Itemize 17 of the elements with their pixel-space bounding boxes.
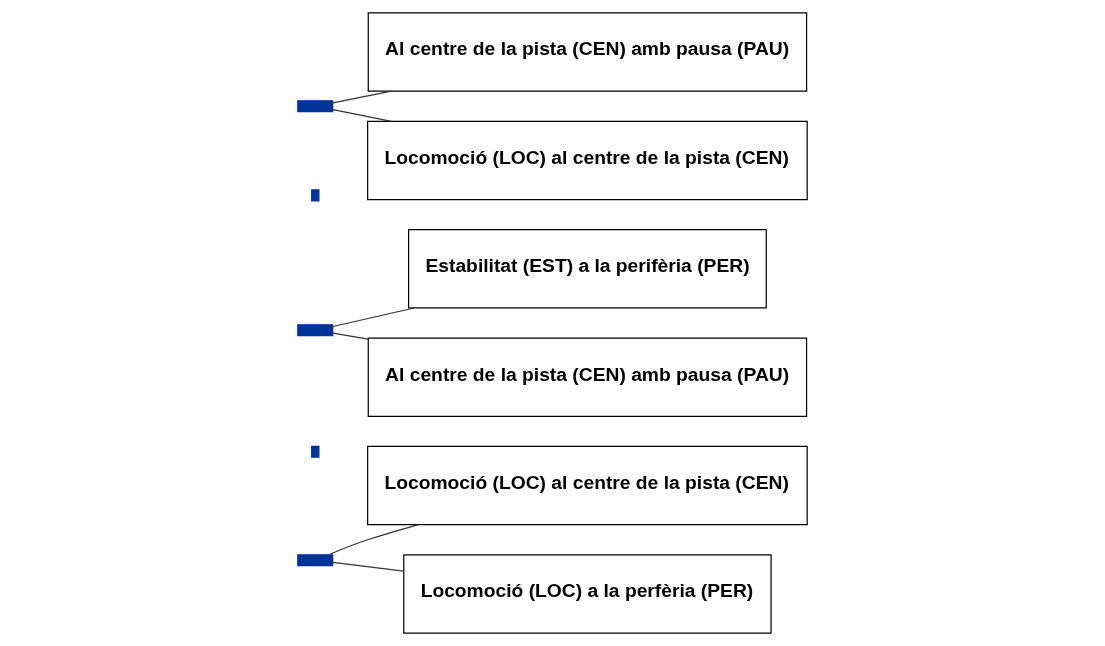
connector [332, 307, 415, 328]
node-box: Estabilitat (EST) a la perifèria (PER) [408, 229, 767, 309]
node-bar [297, 554, 334, 567]
connector [332, 332, 369, 340]
node-box: Locomoció (LOC) al centre de la pista (CEN) [367, 120, 808, 201]
node-box: Al centre de la pista (CEN) amb pausa (PAU) [367, 337, 808, 417]
node-bar [311, 445, 320, 458]
node-box: Locomoció (LOC) a la perfèria (PER) [403, 554, 772, 634]
node-bar [297, 100, 334, 113]
node-box: Al centre de la pista (CEN) amb pausa (PAU) [367, 12, 808, 92]
node-box: Locomoció (LOC) al centre de la pista (CEN) [367, 445, 808, 526]
connector [328, 524, 419, 556]
connector [332, 561, 405, 572]
connector [332, 108, 392, 122]
node-bar [297, 324, 334, 337]
connector [332, 90, 392, 104]
node-bar [311, 189, 320, 202]
